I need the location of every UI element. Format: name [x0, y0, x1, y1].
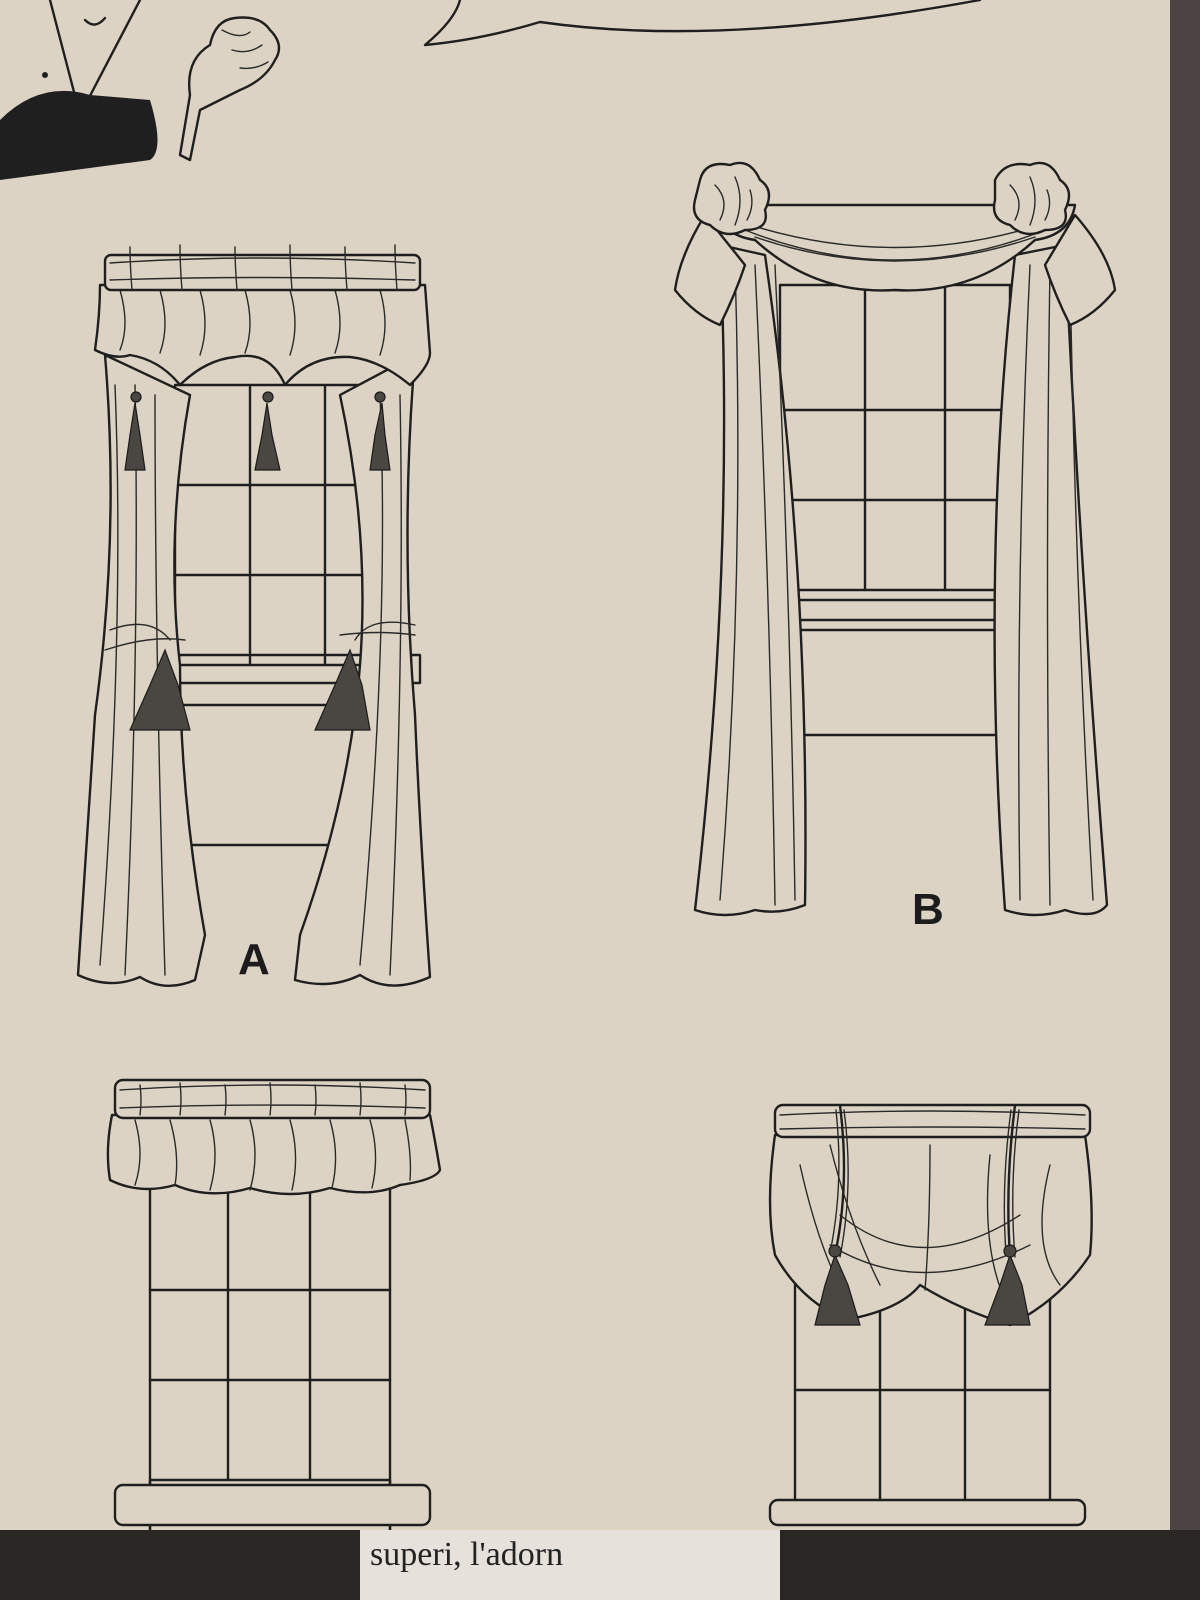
bottom-scrap-text: superi, l'adorn — [370, 1536, 564, 1573]
cartoon-character-icon — [0, 0, 300, 190]
pattern-envelope-back: A B — [0, 0, 1170, 1570]
view-d-illustration — [760, 1103, 1110, 1530]
speech-bubble-icon — [420, 0, 1020, 60]
view-a-illustration — [70, 235, 450, 1005]
view-c-illustration — [100, 1078, 442, 1542]
bottom-paper-scrap: superi, l'adorn — [360, 1530, 780, 1600]
view-b-illustration — [673, 161, 1117, 955]
background-edge — [1170, 0, 1200, 1530]
view-a-label: A — [238, 935, 270, 984]
view-b-label: B — [912, 885, 944, 934]
